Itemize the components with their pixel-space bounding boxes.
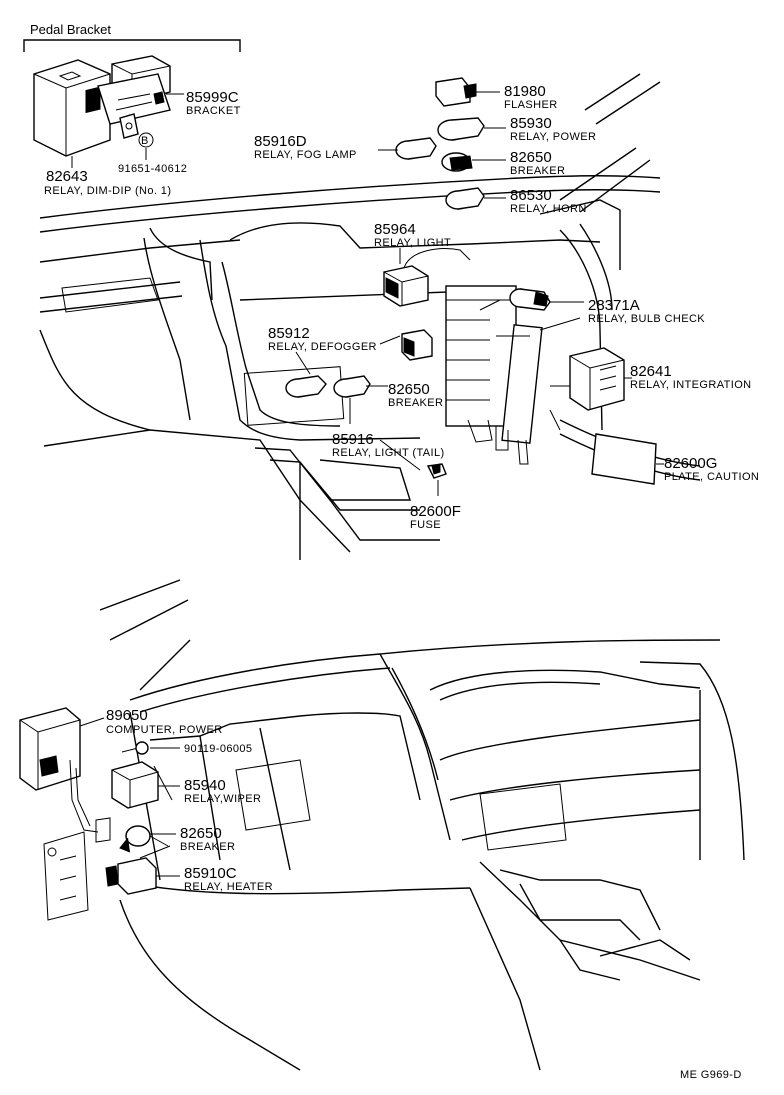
part-number: 82650 — [388, 381, 430, 398]
part-number: 82650 — [180, 825, 222, 842]
part-name: RELAY, BULB CHECK — [588, 313, 705, 325]
part-number: 86530 — [510, 187, 552, 204]
marker-symbol: B — [141, 135, 149, 147]
part-number: 85916 — [332, 431, 374, 448]
part-number: 85912 — [268, 325, 310, 342]
part-name: RELAY, DEFOGGER — [268, 341, 377, 353]
label-85910c: 85910C RELAY, HEATER — [184, 865, 273, 893]
relay-fog-lamp-icon — [378, 137, 437, 160]
part-number: 89650 — [106, 707, 148, 724]
label-82641: 82641 RELAY, INTEGRATION — [630, 363, 752, 391]
label-85912: 85912 RELAY, DEFOGGER — [268, 325, 377, 353]
group-title: Pedal Bracket — [30, 22, 111, 37]
part-number: 85910C — [184, 865, 237, 882]
label-85964: 85964 RELAY, LIGHT — [374, 221, 451, 249]
part-name: RELAY,WIPER — [184, 793, 261, 805]
part-number: 82641 — [630, 363, 672, 380]
part-number: 81980 — [504, 83, 546, 100]
part-number: 82600G — [664, 455, 717, 472]
label-85940: 85940 RELAY,WIPER — [184, 777, 261, 805]
label-82650-mid: 82650 BREAKER — [388, 381, 443, 409]
fuse-icon — [426, 463, 447, 496]
part-number: 82650 — [510, 149, 552, 166]
breaker-icon-mid — [333, 375, 388, 424]
leader-lines-top — [379, 299, 581, 471]
relay-defogger-icon — [379, 329, 433, 361]
relay-integration-icon — [550, 347, 632, 411]
label-82643: 82643 RELAY, DIM-DIP (No. 1) — [44, 168, 171, 197]
label-85999c: 85999C BRACKET — [186, 89, 241, 117]
relay-heater-icon — [105, 845, 180, 895]
part-name: BREAKER — [388, 397, 443, 409]
label-82650-top: 82650 BREAKER — [510, 149, 565, 177]
part-name: BREAKER — [180, 841, 235, 853]
part-number: 82643 — [46, 168, 88, 185]
label-91651: 91651-40612 — [118, 163, 187, 175]
part-name: RELAY, INTEGRATION — [630, 379, 752, 391]
label-85916: 85916 RELAY, LIGHT (TAIL) — [332, 431, 445, 459]
flasher-icon — [435, 77, 500, 107]
drawing-code: ME G969-D — [680, 1069, 742, 1081]
label-82600f: 82600F FUSE — [410, 503, 461, 531]
relay-wiper-icon — [111, 761, 180, 809]
relay-light-icon — [383, 248, 471, 307]
part-number: 91651-40612 — [118, 163, 187, 175]
label-85930: 85930 RELAY, POWER — [510, 115, 596, 143]
part-name: RELAY, LIGHT (TAIL) — [332, 447, 445, 459]
part-name: RELAY, FOG LAMP — [254, 149, 357, 161]
bolt-b-marker: B — [138, 132, 154, 148]
part-number: 28371A — [588, 297, 640, 314]
relay-dim-dip-icon — [33, 59, 111, 157]
relay-tail-icon — [285, 351, 327, 398]
relay-bulb-check-icon — [509, 288, 584, 311]
caution-plate-icon — [591, 433, 664, 485]
part-number: 85964 — [374, 221, 416, 238]
label-89650: 89650 COMPUTER, POWER — [106, 707, 223, 736]
breaker-icon-top — [441, 152, 506, 172]
part-name: RELAY, HEATER — [184, 881, 273, 893]
part-name: FLASHER — [504, 99, 558, 111]
relay-horn-icon — [445, 187, 506, 210]
part-number: 85940 — [184, 777, 226, 794]
power-computer-icon — [19, 707, 105, 833]
part-name: RELAY, HORN — [510, 203, 587, 215]
part-name: PLATE, CAUTION — [664, 471, 759, 483]
part-number: 82600F — [410, 503, 461, 520]
part-name: RELAY, DIM-DIP (No. 1) — [44, 185, 171, 197]
part-name: COMPUTER, POWER — [106, 724, 223, 736]
label-82650-bottom: 82650 BREAKER — [180, 825, 235, 853]
part-number: 85999C — [186, 89, 239, 106]
dashboard-outline-lower — [99, 579, 745, 1071]
label-28371a: 28371A RELAY, BULB CHECK — [588, 297, 705, 325]
part-name: FUSE — [410, 519, 441, 531]
part-name: BREAKER — [510, 165, 565, 177]
relay-power-icon — [437, 117, 506, 141]
breaker-icon-bottom — [119, 825, 176, 853]
mounting-bracket-icon — [43, 817, 111, 921]
junction-block — [445, 285, 543, 465]
part-number: 85930 — [510, 115, 552, 132]
label-82600g: 82600G PLATE, CAUTION — [664, 455, 759, 483]
label-81980: 81980 FLASHER — [504, 83, 558, 111]
bracket-icon — [97, 55, 171, 139]
pedal-bracket-group: Pedal Bracket B — [23, 22, 241, 168]
label-85916d: 85916D RELAY, FOG LAMP — [254, 133, 357, 161]
screw-icon — [121, 741, 180, 755]
label-90119: 90119-06005 — [184, 743, 252, 755]
part-number: 90119-06005 — [184, 743, 252, 755]
part-name: RELAY, POWER — [510, 131, 596, 143]
label-86530: 86530 RELAY, HORN — [510, 187, 587, 215]
part-number: 85916D — [254, 133, 307, 150]
part-name: BRACKET — [186, 105, 241, 117]
part-name: RELAY, LIGHT — [374, 237, 451, 249]
